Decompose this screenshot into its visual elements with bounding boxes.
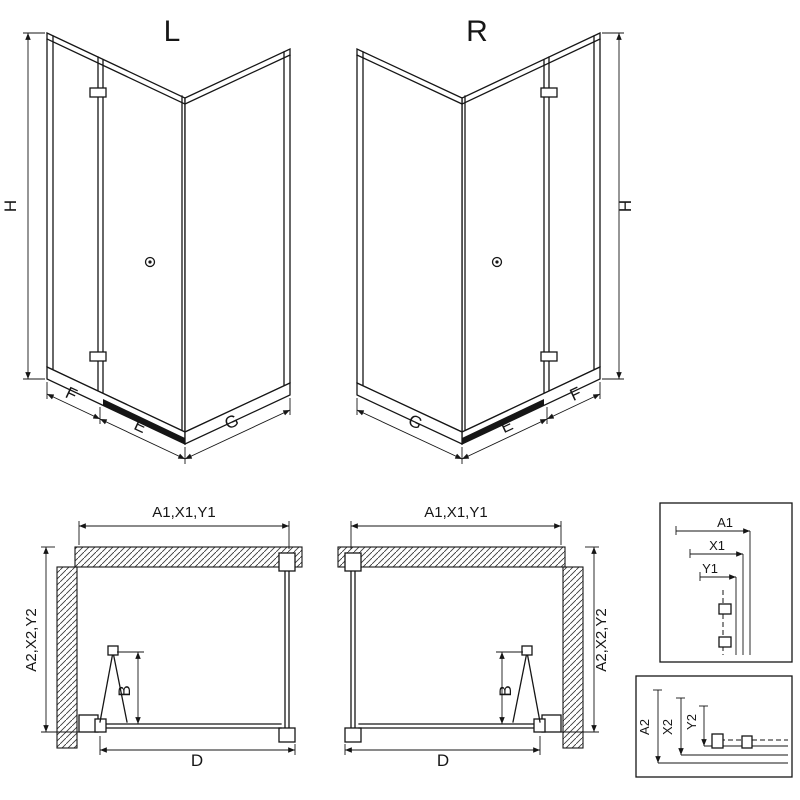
wall-profile-top <box>278 552 296 572</box>
dim-label-y2: Y2 <box>684 714 699 730</box>
profile-section <box>658 733 788 764</box>
variant-label-left: L <box>164 15 181 48</box>
glass-door-wall <box>461 31 601 434</box>
dimension-side-a2: A2,X2,Y2 <box>23 546 79 733</box>
bifold-door <box>89 56 156 394</box>
dim-label-a2x2y2: A2,X2,Y2 <box>593 608 610 671</box>
detail-box <box>635 675 793 778</box>
corner-post <box>278 727 296 743</box>
profile-section <box>718 531 751 655</box>
dim-label-x2: X2 <box>660 719 675 735</box>
dimension-height: H <box>1 32 45 380</box>
dimension-top-a1: A1,X1,Y1 <box>78 504 290 549</box>
plan-view-right: B D A1,X1,Y1 A2,X2,Y2 <box>337 504 610 770</box>
dimension-width-d: D <box>344 736 541 770</box>
plan-view-left: B D A1,X1,Y1 A2,X2,Y2 <box>23 504 303 770</box>
dim-label-b: B <box>115 685 134 696</box>
glass-door-wall <box>46 31 186 434</box>
door-hinge-top-icon <box>89 87 107 98</box>
corner-post <box>344 727 362 743</box>
dimension-door-b: B <box>115 651 144 724</box>
masonry-wall-top <box>74 546 303 568</box>
dim-label-y1: Y1 <box>702 561 718 576</box>
dimension-top-a1: A1,X1,Y1 <box>350 504 562 549</box>
dim-label-a1: A1 <box>717 515 733 530</box>
dim-label-a2: A2 <box>637 719 652 735</box>
door-wall-plan <box>78 645 282 733</box>
detail-box <box>659 502 793 663</box>
fixed-glass-panel <box>344 552 362 743</box>
dimension-height: H <box>602 32 635 380</box>
glass-side-wall <box>181 47 291 434</box>
detail-view-bottom: A2 X2 Y2 <box>635 675 793 778</box>
dim-label-h: H <box>616 200 635 212</box>
fold-hinge <box>107 645 119 656</box>
dimension-width-d: D <box>99 736 296 770</box>
masonry-wall-side <box>56 566 78 749</box>
dim-label-a2x2y2: A2,X2,Y2 <box>23 608 40 671</box>
dim-label-b: B <box>496 685 515 696</box>
dim-label-d: D <box>191 751 203 770</box>
fixed-glass-panel <box>278 552 296 743</box>
door-hinge-top-icon <box>540 87 558 98</box>
masonry-wall-side <box>562 566 584 749</box>
dim-label-a1x1y1: A1,X1,Y1 <box>152 504 215 521</box>
variant-label-right: R <box>466 15 488 48</box>
door-knob-icon <box>144 256 156 268</box>
dim-label-a1x1y1: A1,X1,Y1 <box>424 504 487 521</box>
dimension-side-a2: A2,X2,Y2 <box>561 546 610 733</box>
dim-label-x1: X1 <box>709 538 725 553</box>
door-hinge-bottom-icon <box>89 351 107 362</box>
dim-label-d: D <box>437 751 449 770</box>
detail-view-top: A1 X1 Y1 <box>659 502 793 663</box>
fold-hinge <box>521 645 533 656</box>
door-hinge-bottom-icon <box>540 351 558 362</box>
wall-profile-top <box>344 552 362 572</box>
bifold-door <box>491 56 558 394</box>
dimension-door-b: B <box>496 651 523 724</box>
door-wall-plan <box>358 645 562 733</box>
door-knob-icon <box>491 256 503 268</box>
perspective-view-right: R <box>356 15 635 464</box>
dim-label-h: H <box>1 200 20 212</box>
glass-side-wall <box>356 47 466 434</box>
perspective-view-left: L <box>1 15 291 464</box>
masonry-wall-top <box>337 546 566 568</box>
